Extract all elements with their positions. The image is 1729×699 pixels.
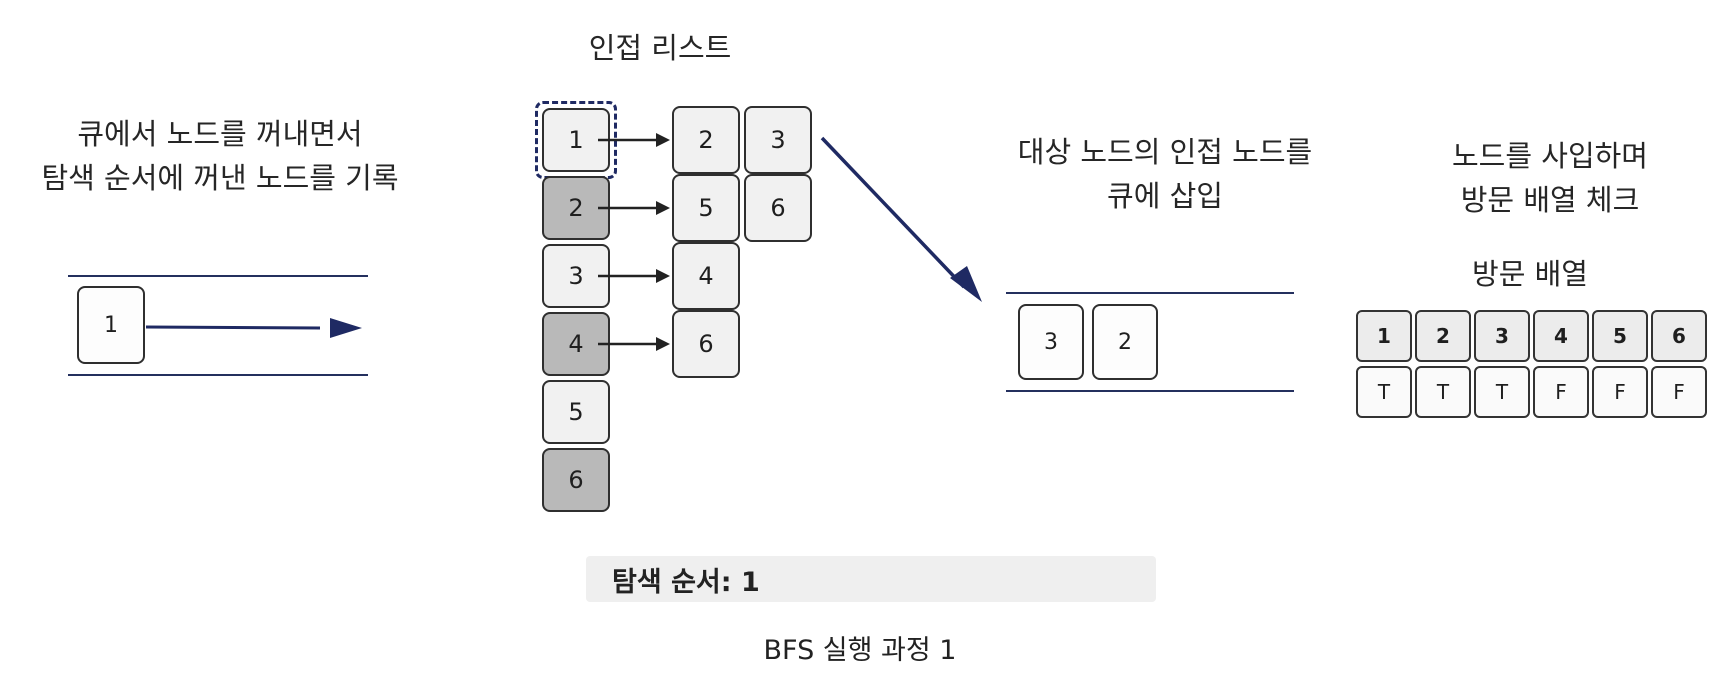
visited-header-cell: 5 bbox=[1592, 310, 1648, 362]
visited-header-cell: 6 bbox=[1651, 310, 1707, 362]
adjacency-list-heading: 인접 리스트 bbox=[588, 31, 732, 65]
visited-header-cell: 2 bbox=[1415, 310, 1471, 362]
visited-header-cell: 4 bbox=[1533, 310, 1589, 362]
visited-value-cell: F bbox=[1651, 366, 1707, 418]
queue-node: 3 bbox=[1018, 304, 1084, 380]
adjacency-node-2: 2 bbox=[542, 176, 610, 240]
queue-node: 2 bbox=[1092, 304, 1158, 380]
enqueue-arrow bbox=[820, 136, 966, 289]
visited-value-cell: T bbox=[1356, 366, 1412, 418]
neighbor-node: 6 bbox=[672, 310, 740, 378]
adjacency-arrow-head bbox=[656, 269, 670, 283]
adjacency-node-5: 5 bbox=[542, 380, 610, 444]
neighbor-node: 5 bbox=[672, 174, 740, 242]
dequeue-queue-top-line bbox=[68, 275, 368, 277]
adjacency-node-6: 6 bbox=[542, 448, 610, 512]
adjacency-node-4: 4 bbox=[542, 312, 610, 376]
visited-header-cell: 1 bbox=[1356, 310, 1412, 362]
dequeue-heading: 큐에서 노드를 꺼내면서 탐색 순서에 꺼낸 노드를 기록 bbox=[41, 117, 399, 195]
search-order-bar: 탐색 순서: 1 bbox=[586, 556, 1156, 602]
visited-header-cell: 3 bbox=[1474, 310, 1530, 362]
dequeue-arrow-head bbox=[330, 318, 362, 338]
neighbor-node: 4 bbox=[672, 242, 740, 310]
adjacency-arrow-head bbox=[656, 201, 670, 215]
neighbor-node: 6 bbox=[744, 174, 812, 242]
visited-value-cell: F bbox=[1592, 366, 1648, 418]
visited-array-heading: 방문 배열 bbox=[1472, 257, 1588, 291]
enqueue-arrow-head bbox=[950, 266, 982, 302]
visited-value-cell: T bbox=[1474, 366, 1530, 418]
queue-bottom-line bbox=[1006, 390, 1294, 392]
dequeued-node: 1 bbox=[77, 286, 145, 364]
dequeue-arrow bbox=[145, 325, 321, 330]
figure-caption: BFS 실행 과정 1 bbox=[763, 635, 957, 666]
dequeue-queue-bottom-line bbox=[68, 374, 368, 376]
adjacency-arrow-head bbox=[656, 133, 670, 147]
adjacency-arrow-head bbox=[656, 337, 670, 351]
neighbor-node: 2 bbox=[672, 106, 740, 174]
enqueue-heading: 대상 노드의 인접 노드를 큐에 삽입 bbox=[1017, 135, 1313, 213]
neighbor-node: 3 bbox=[744, 106, 812, 174]
visited-value-cell: F bbox=[1533, 366, 1589, 418]
search-order-label: 탐색 순서: 1 bbox=[612, 566, 760, 598]
visited-value-cell: T bbox=[1415, 366, 1471, 418]
queue-top-line bbox=[1006, 292, 1294, 294]
mark-heading: 노드를 사입하며 방문 배열 체크 bbox=[1452, 139, 1648, 217]
